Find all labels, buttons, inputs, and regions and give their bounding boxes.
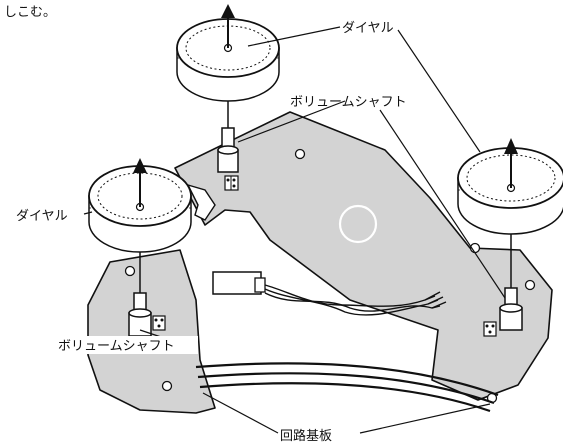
volume-shaft-left xyxy=(128,212,166,337)
label-circuit-board: 回路基板 xyxy=(280,428,332,444)
dial-right xyxy=(457,138,563,235)
leader-shaft-top-right xyxy=(379,109,506,299)
leader-board-left xyxy=(202,392,279,434)
bracket xyxy=(186,183,216,221)
circuit-board-right-plate xyxy=(174,111,553,401)
label-volume-shaft-bottom: ボリュームシャフト xyxy=(58,339,175,354)
caption-fragment: しこむ。 xyxy=(4,5,56,20)
label-volume-shaft-top: ボリュームシャフト xyxy=(290,95,407,110)
lower-wires xyxy=(195,362,499,413)
volume-shaft-top xyxy=(217,68,239,191)
leader-dial-right xyxy=(397,29,481,153)
twisted-cable xyxy=(264,284,447,316)
dial-left xyxy=(88,158,192,253)
volume-shaft-right xyxy=(483,192,523,337)
mounting-hole xyxy=(124,265,136,277)
mounting-holes xyxy=(124,148,536,404)
label-dial-top-right: ダイヤル xyxy=(342,21,394,36)
dial-top xyxy=(176,4,280,102)
label-backing xyxy=(56,336,198,354)
mounting-hole xyxy=(161,380,173,392)
leader-board-right xyxy=(359,403,491,434)
leader-shaft-top-left xyxy=(237,100,346,143)
label-dial-left: ダイヤル xyxy=(16,209,68,224)
mounting-hole xyxy=(524,279,536,291)
leader-dial-top xyxy=(247,26,341,47)
leader-dial-left xyxy=(83,211,93,215)
connector xyxy=(212,271,266,295)
mounting-hole xyxy=(294,148,306,160)
center-marking-circle xyxy=(338,204,378,244)
